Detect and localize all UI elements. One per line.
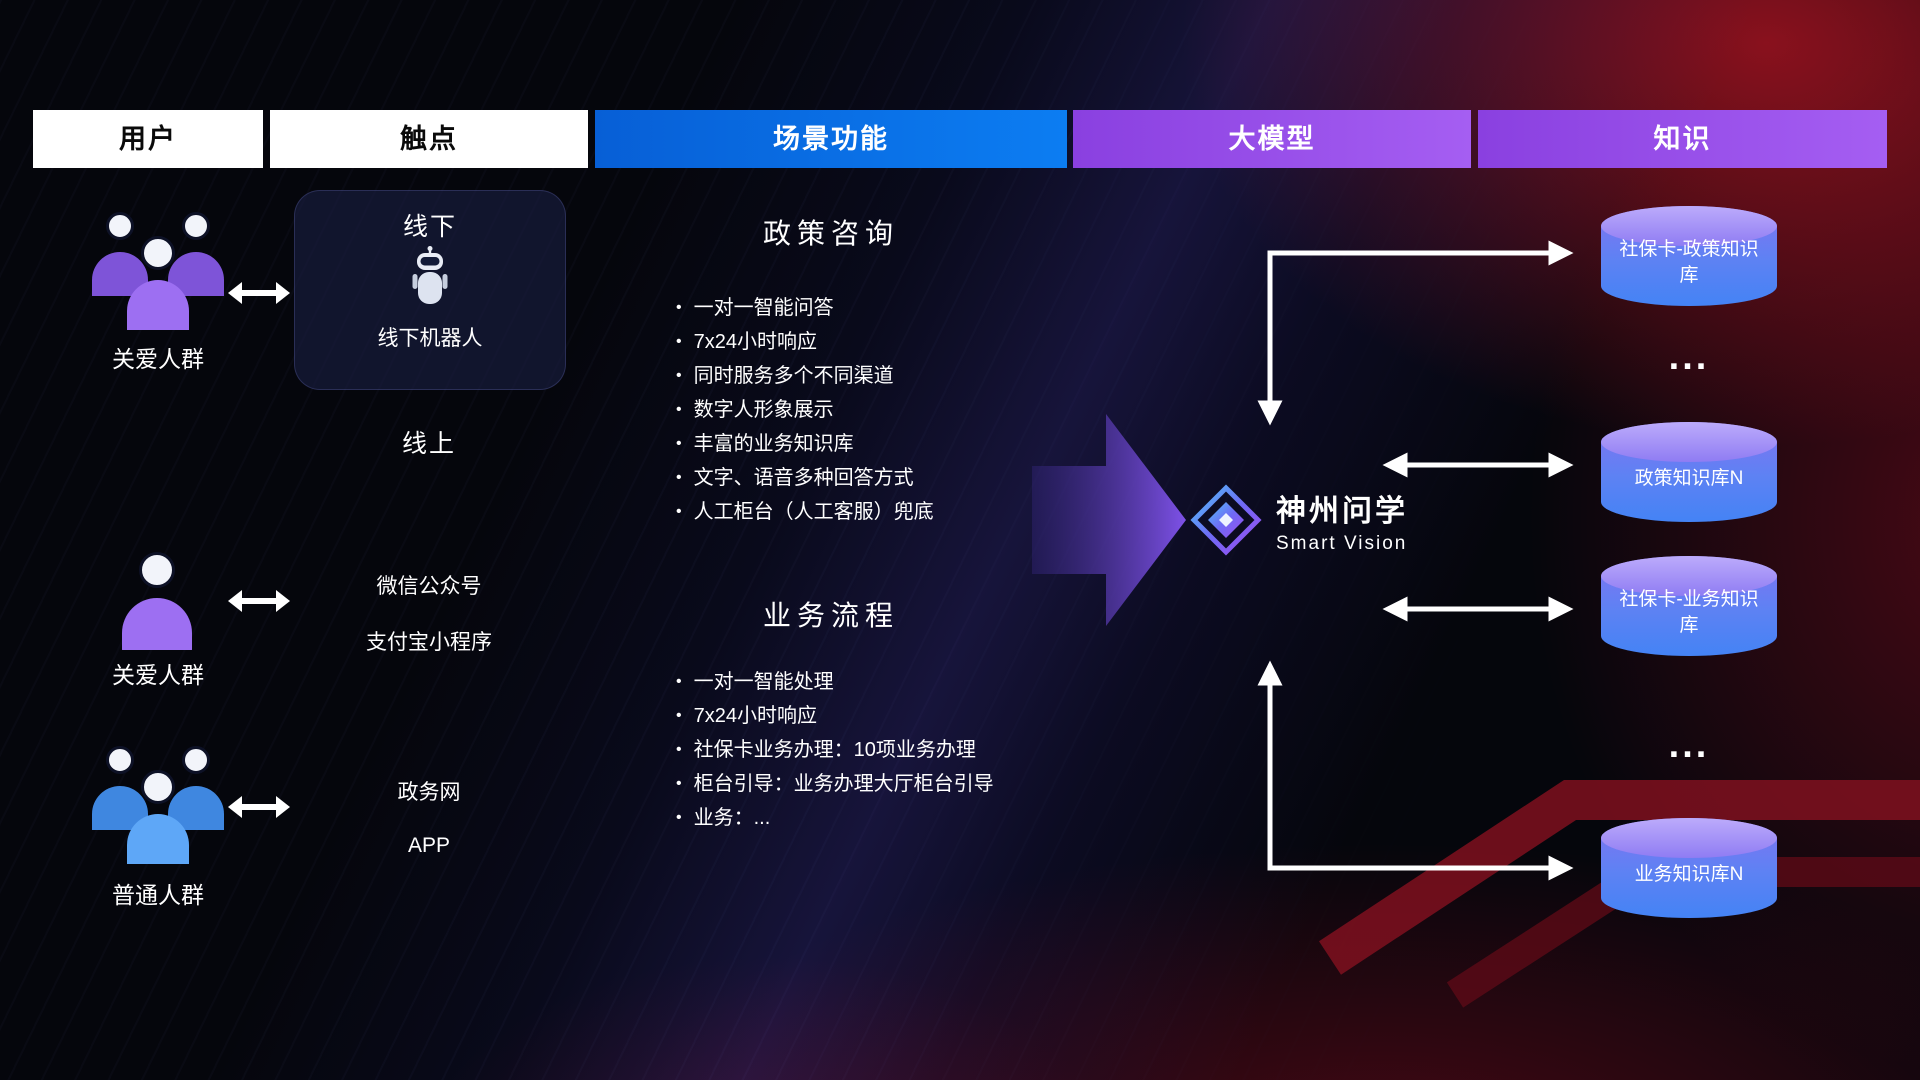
user-touchpoint-arrow-3 [228, 796, 290, 818]
column-header-touchpoint: 触点 [270, 110, 588, 168]
feature-item: 业务：... [676, 802, 1096, 836]
user-touchpoint-arrow-2 [228, 590, 290, 612]
column-header-scene: 场景功能 [595, 110, 1067, 168]
feature-item: 柜台引导：业务办理大厅柜台引导 [676, 768, 1096, 802]
offline-robot-label: 线下机器人 [377, 327, 483, 350]
user-touchpoint-arrow-1 [228, 282, 290, 304]
touchpoint-app: APP [407, 834, 451, 857]
knowledge-db-business-ss-card: 社保卡-业务知识库 [1601, 556, 1777, 656]
touchpoint-wechat: 微信公众号 [376, 575, 482, 598]
online-title: 线上 [401, 430, 456, 458]
feature-item: 同时服务多个不同渠道 [676, 360, 1096, 394]
smart-vision-logo: 神州问学 Smart Vision [1190, 484, 1408, 556]
robot-icon [412, 246, 448, 304]
knowledge-db-business-n: 业务知识库N [1601, 818, 1777, 918]
user-group-purple-icon [88, 212, 228, 330]
scenario-title-policy: 政策咨询 [762, 218, 899, 249]
db-label: 业务知识库N [1634, 864, 1744, 886]
feature-item: 丰富的业务知识库 [676, 428, 1096, 462]
column-header-user: 用户 [33, 110, 263, 168]
db-label: 政策知识库N [1634, 468, 1744, 490]
user-label-2: 关爱人群 [112, 662, 204, 688]
user-group-blue-icon [88, 746, 228, 864]
policy-feature-list: 一对一智能问答 7x24小时响应 同时服务多个不同渠道 数字人形象展示 丰富的业… [676, 292, 1096, 530]
scenario-title-business: 业务流程 [762, 600, 899, 631]
db-label: 社保卡-政策知识库 [1619, 239, 1759, 286]
user-single-purple-icon [122, 552, 192, 650]
knowledge-db-policy-n: 政策知识库N [1601, 422, 1777, 522]
feature-item: 一对一智能问答 [676, 292, 1096, 326]
user-label-3: 普通人群 [112, 882, 204, 908]
knowledge-ellipsis-1: ... [1668, 336, 1710, 378]
db-label: 社保卡-业务知识库 [1619, 589, 1759, 636]
model-name: 神州问学 [1276, 494, 1408, 528]
touchpoint-gov: 政务网 [397, 781, 461, 804]
offline-title: 线下 [402, 213, 457, 241]
knowledge-db-policy-ss-card: 社保卡-政策知识库 [1601, 206, 1777, 306]
feature-item: 7x24小时响应 [676, 326, 1096, 360]
model-subtitle: Smart Vision [1276, 532, 1408, 554]
smart-vision-logo-icon [1190, 484, 1262, 556]
feature-item: 文字、语音多种回答方式 [676, 462, 1096, 496]
offline-touchpoint-card: 线下 线下机器人 [294, 190, 566, 390]
business-feature-list: 一对一智能处理 7x24小时响应 社保卡业务办理：10项业务办理 柜台引导：业务… [676, 666, 1096, 836]
knowledge-ellipsis-2: ... [1668, 724, 1710, 766]
feature-item: 社保卡业务办理：10项业务办理 [676, 734, 1096, 768]
feature-item: 一对一智能处理 [676, 666, 1096, 700]
touchpoint-alipay: 支付宝小程序 [366, 631, 492, 654]
feature-item: 7x24小时响应 [676, 700, 1096, 734]
feature-item: 数字人形象展示 [676, 394, 1096, 428]
column-header-model: 大模型 [1073, 110, 1471, 168]
user-label-1: 关爱人群 [112, 346, 204, 372]
feature-item: 人工柜台（人工客服）兜底 [676, 496, 1096, 530]
column-header-knowledge: 知识 [1478, 110, 1887, 168]
